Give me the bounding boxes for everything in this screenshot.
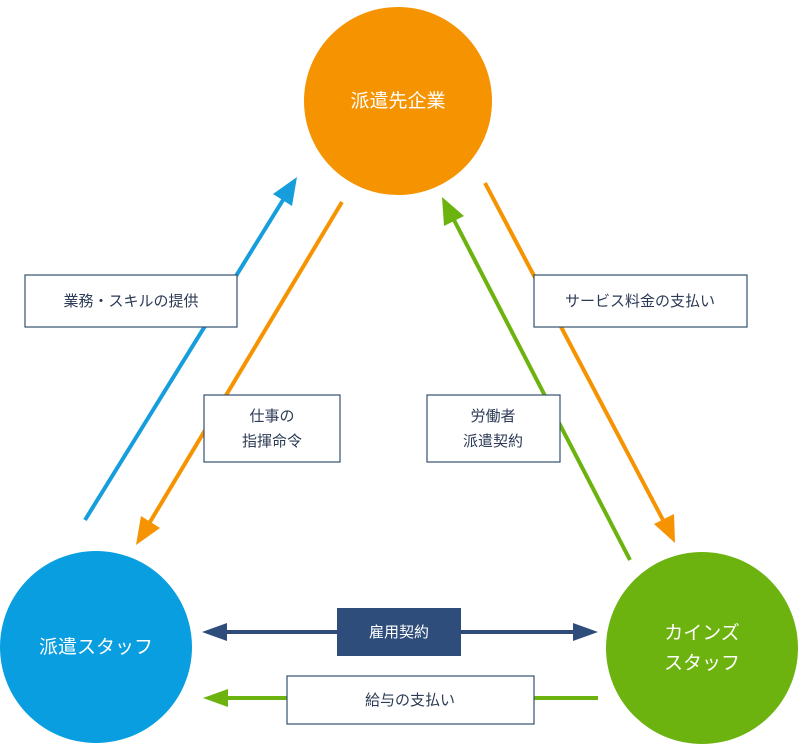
command-label-box: 仕事の 指揮命令 <box>203 394 341 463</box>
client-company-node: 派遣先企業 <box>304 7 492 195</box>
salary-label-box: 給与の支払い <box>286 675 535 725</box>
client-company-label: 派遣先企業 <box>350 90 445 112</box>
kains-staff-node: カインズ スタッフ <box>606 552 798 744</box>
salary-label: 給与の支払い <box>365 691 455 709</box>
employment-label-box: 雇用契約 <box>337 608 461 656</box>
employment-label: 雇用契約 <box>369 623 429 641</box>
kains-staff-label-line1: カインズ <box>664 622 740 644</box>
fee-arrow <box>483 182 675 543</box>
fee-label-box: サービス料金の支払い <box>533 274 748 328</box>
fee-label: サービス料金の支払い <box>565 292 715 310</box>
dispatch-contract-label-box: 労働者 派遣契約 <box>426 394 561 463</box>
dispatch-contract-label-line1: 労働者 <box>470 407 515 425</box>
dispatch-contract-label-line2: 派遣契約 <box>463 432 523 450</box>
dispatch-staff-node: 派遣スタッフ <box>0 551 192 743</box>
service-label-box: 業務・スキルの提供 <box>24 274 238 328</box>
dispatch-staff-label: 派遣スタッフ <box>39 636 153 658</box>
command-label-line2: 指揮命令 <box>242 432 302 450</box>
dispatch-contract-arrow <box>442 197 632 561</box>
service-label: 業務・スキルの提供 <box>63 292 198 310</box>
kains-staff-label-line2: スタッフ <box>664 652 740 674</box>
command-label-line1: 仕事の <box>249 407 294 425</box>
command-arrow <box>136 200 344 545</box>
service-arrow <box>83 177 297 522</box>
